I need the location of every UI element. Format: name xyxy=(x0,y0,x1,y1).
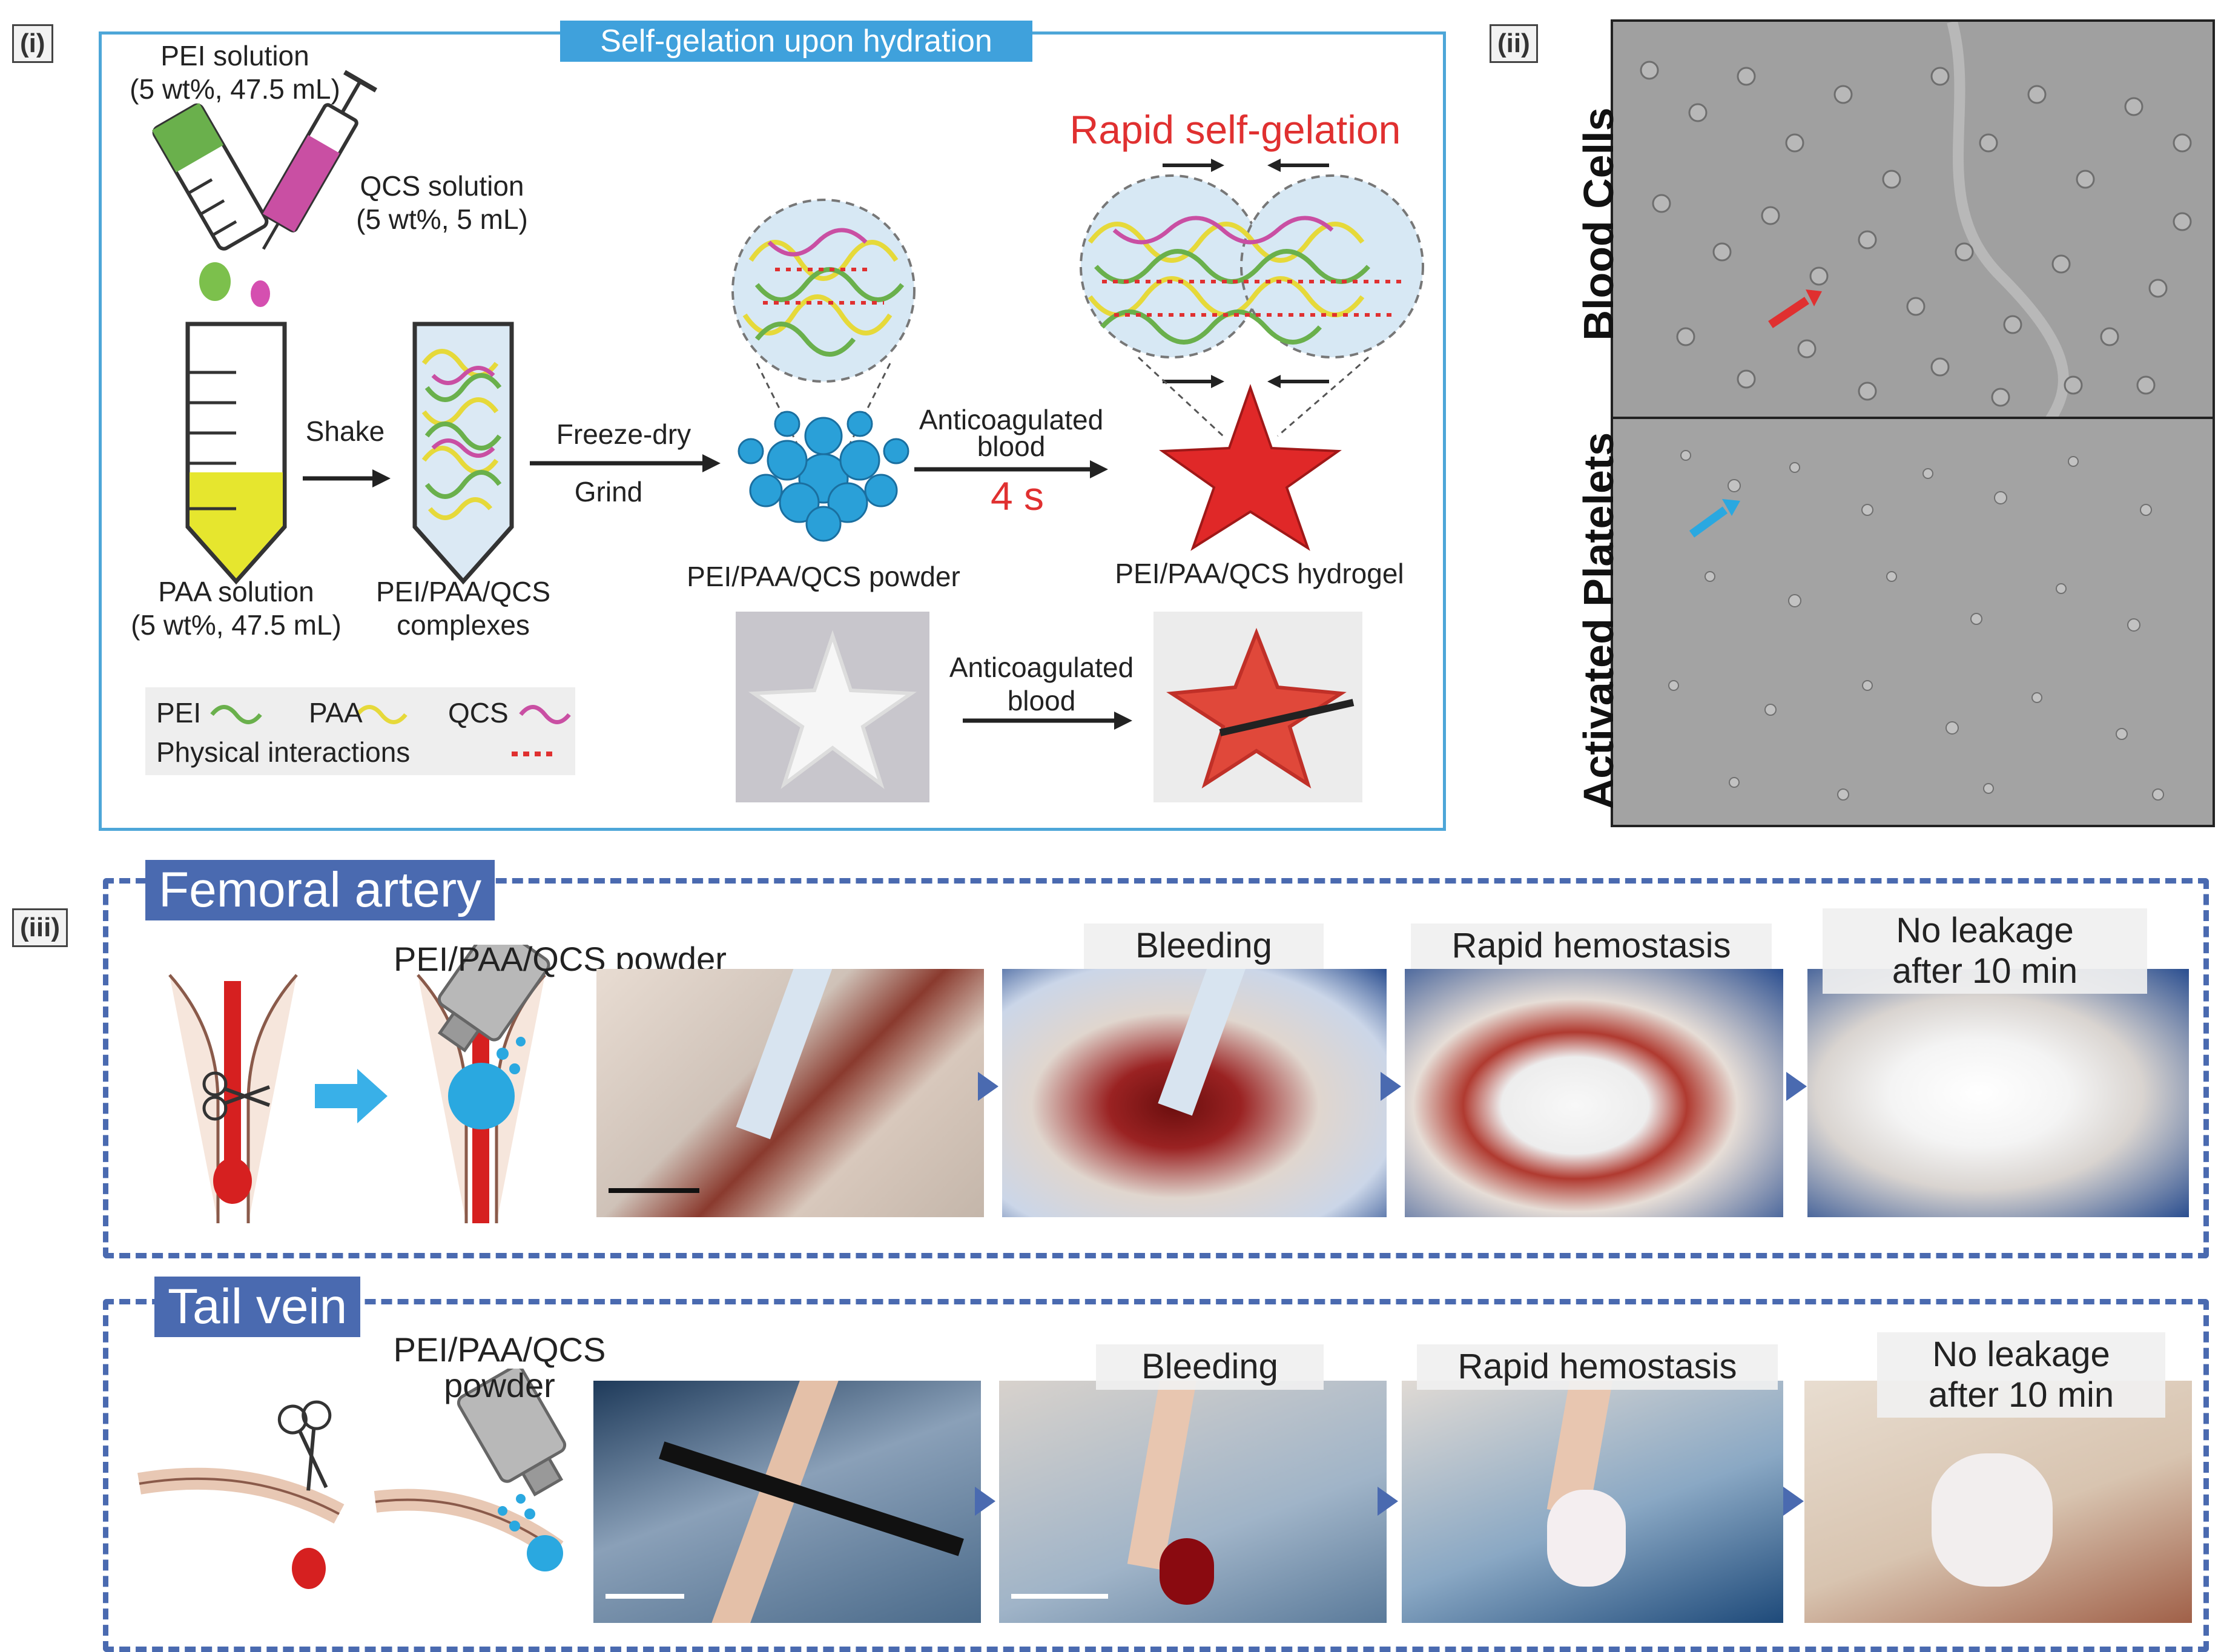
qcs-droplet-icon xyxy=(251,280,270,307)
panel-label-ii: (ii) xyxy=(1490,24,1538,63)
femoral-artery-header: Femoral artery xyxy=(145,860,495,920)
powder-label: PEI/PAA/QCS powder xyxy=(687,561,960,592)
anticoag-top-label: Anticoagulated blood xyxy=(919,404,1104,462)
panel-label-iii: (iii) xyxy=(12,908,68,947)
anticoag-bottom-label: Anticoagulated blood xyxy=(949,652,1134,717)
rapid-self-gelation-label: Rapid self-gelation xyxy=(1069,107,1401,152)
tail-photo-4 xyxy=(1804,1381,2192,1623)
tail-photo-2 xyxy=(999,1381,1387,1623)
qcs-syringe-icon xyxy=(262,70,377,250)
tail-title-no-leakage: No leakage after 10 min xyxy=(1877,1332,2165,1418)
scissors-icon xyxy=(277,1400,332,1491)
femoral-arrow-2 xyxy=(1381,1072,1401,1101)
legend-physical-interactions: Physical interactions xyxy=(156,736,411,768)
blood-cells-sem-image xyxy=(1611,19,2215,424)
transition-arrow-icon xyxy=(315,1069,388,1123)
hydrogel-star-icon xyxy=(1159,383,1342,551)
time-label: 4 s xyxy=(990,474,1044,518)
tail-arrow-2 xyxy=(1378,1487,1398,1516)
hydrogel-label: PEI/PAA/QCS hydrogel xyxy=(1115,558,1404,589)
femoral-photo-3 xyxy=(1405,969,1783,1217)
paa-solution-label: PAA solution (5 wt%, 47.5 mL) xyxy=(131,576,342,641)
complex-label: PEI/PAA/QCS complexes xyxy=(375,576,551,641)
blood-cells-label: Blood Cells xyxy=(1575,107,1622,341)
legend-pei: PEI xyxy=(156,697,202,729)
hydrogel-star-photo xyxy=(1153,612,1362,802)
scissors-icon xyxy=(202,1071,271,1121)
panel-i-banner: Self-gelation upon hydration xyxy=(560,21,1032,62)
femoral-arrow-3 xyxy=(1786,1072,1807,1101)
pei-tube-icon xyxy=(152,103,269,251)
tail-vein-header: Tail vein xyxy=(154,1277,361,1337)
powder-cluster-icon xyxy=(738,411,909,542)
femoral-title-bleeding: Bleeding xyxy=(1084,923,1324,969)
powder-bottle-icon xyxy=(437,945,550,1052)
tail-photo-1 xyxy=(593,1381,981,1623)
pei-droplet-icon xyxy=(199,262,231,301)
qcs-solution-label: QCS solution (5 wt%, 5 mL) xyxy=(356,170,528,236)
tail-arrow-3 xyxy=(1783,1487,1804,1516)
freeze-dry-label: Freeze-dry xyxy=(556,418,691,450)
legend-qcs: QCS xyxy=(448,697,509,729)
complex-tube-icon xyxy=(412,322,514,585)
tail-title-bleeding: Bleeding xyxy=(1096,1344,1324,1390)
tail-arrow-1 xyxy=(975,1487,995,1516)
activated-platelets-sem-image xyxy=(1611,417,2215,827)
femoral-schematic xyxy=(168,945,550,1223)
powder-star-photo xyxy=(736,612,929,802)
femoral-title-no-leakage: No leakage after 10 min xyxy=(1823,908,2147,994)
tail-vein-frame xyxy=(103,1299,2209,1652)
grind-label: Grind xyxy=(574,476,643,507)
powder-bottle-icon xyxy=(457,1369,567,1497)
tail-photo-3 xyxy=(1402,1381,1783,1623)
femoral-arrow-1 xyxy=(978,1072,998,1101)
pei-solution-label: PEI solution (5 wt%, 47.5 mL) xyxy=(130,40,340,105)
tail-title-hemostasis: Rapid hemostasis xyxy=(1417,1344,1778,1390)
panel-label-i: (i) xyxy=(12,24,53,63)
tail-schematic xyxy=(137,1369,567,1589)
legend-paa: PAA xyxy=(309,697,363,729)
panel-i-graphics xyxy=(145,70,1424,775)
femoral-artery-frame xyxy=(103,878,2209,1258)
femoral-photo-1 xyxy=(596,969,984,1217)
femoral-photo-4 xyxy=(1807,969,2189,1217)
femoral-photo-2 xyxy=(1002,969,1387,1217)
shake-label: Shake xyxy=(305,415,385,447)
paa-tube-icon xyxy=(185,322,287,585)
tail-powder-label: PEI/PAA/QCS powder xyxy=(393,1330,606,1404)
activated-platelets-label: Activated Platelets xyxy=(1575,432,1622,810)
femoral-title-hemostasis: Rapid hemostasis xyxy=(1411,923,1772,969)
